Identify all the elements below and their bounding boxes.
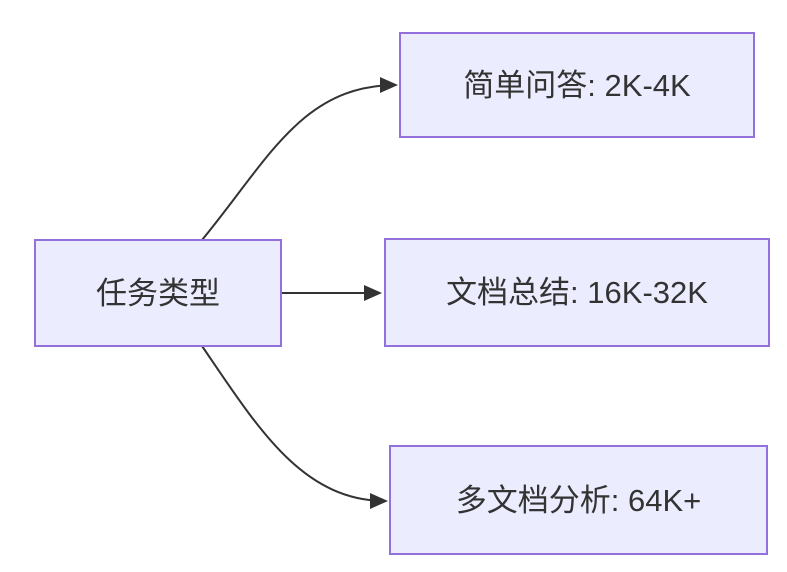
node-multi-doc-label: 多文档分析: 64K+ <box>455 482 702 518</box>
edge-task-type-to-multi-doc <box>201 345 388 509</box>
node-task-type-label: 任务类型 <box>96 275 220 311</box>
node-doc-summary: 文档总结: 16K-32K <box>384 238 770 347</box>
edge-task-type-to-simple-qa <box>201 77 398 241</box>
node-task-type: 任务类型 <box>34 239 282 347</box>
node-doc-summary-label: 文档总结: 16K-32K <box>446 275 708 310</box>
node-multi-doc: 多文档分析: 64K+ <box>389 445 768 555</box>
node-simple-qa: 简单问答: 2K-4K <box>399 32 755 138</box>
node-simple-qa-label: 简单问答: 2K-4K <box>463 67 691 103</box>
